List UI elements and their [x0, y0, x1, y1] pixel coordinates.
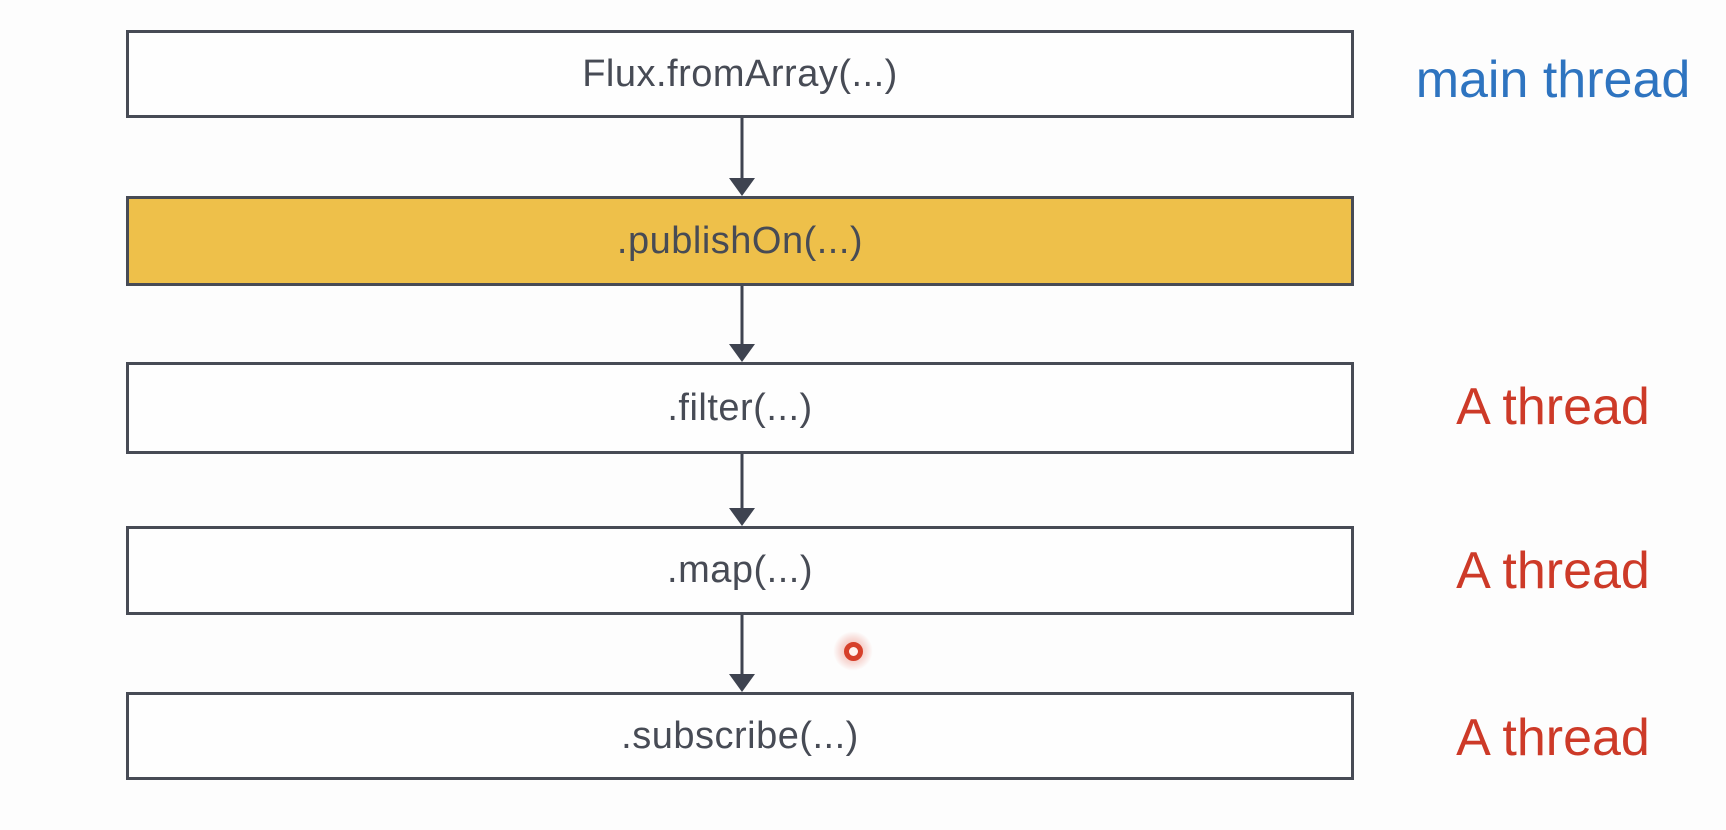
node-filter-label: .filter(...)	[667, 386, 813, 429]
arrow-stem	[740, 454, 744, 510]
node-map-label: .map(...)	[667, 549, 813, 591]
arrow-head-icon	[729, 344, 755, 362]
node-subscribe-label: .subscribe(...)	[621, 714, 859, 757]
arrow-stem	[740, 286, 744, 346]
arrow-head-icon	[729, 508, 755, 526]
node-flux-fromarray: Flux.fromArray(...)	[126, 30, 1354, 118]
thread-label-filter: A thread	[1456, 378, 1650, 436]
flow-arrow-1	[729, 118, 755, 196]
arrow-head-icon	[729, 178, 755, 196]
node-filter: .filter(...)	[126, 362, 1354, 454]
cursor-highlight-ring	[843, 641, 863, 661]
thread-label-map: A thread	[1456, 542, 1650, 600]
node-publishon: .publishOn(...)	[126, 196, 1354, 286]
flow-arrow-3	[729, 454, 755, 526]
node-map: .map(...)	[126, 526, 1354, 615]
node-flux-fromarray-label: Flux.fromArray(...)	[582, 52, 898, 95]
flow-arrow-4	[729, 615, 755, 692]
node-publishon-label: .publishOn(...)	[616, 219, 864, 262]
thread-label-subscribe: A thread	[1456, 709, 1650, 767]
arrow-stem	[740, 118, 744, 180]
arrow-stem	[740, 615, 744, 676]
node-subscribe: .subscribe(...)	[126, 692, 1354, 780]
arrow-head-icon	[729, 674, 755, 692]
flow-arrow-2	[729, 286, 755, 362]
cursor-highlight-dot	[833, 631, 873, 671]
thread-label-main: main thread	[1415, 51, 1691, 109]
